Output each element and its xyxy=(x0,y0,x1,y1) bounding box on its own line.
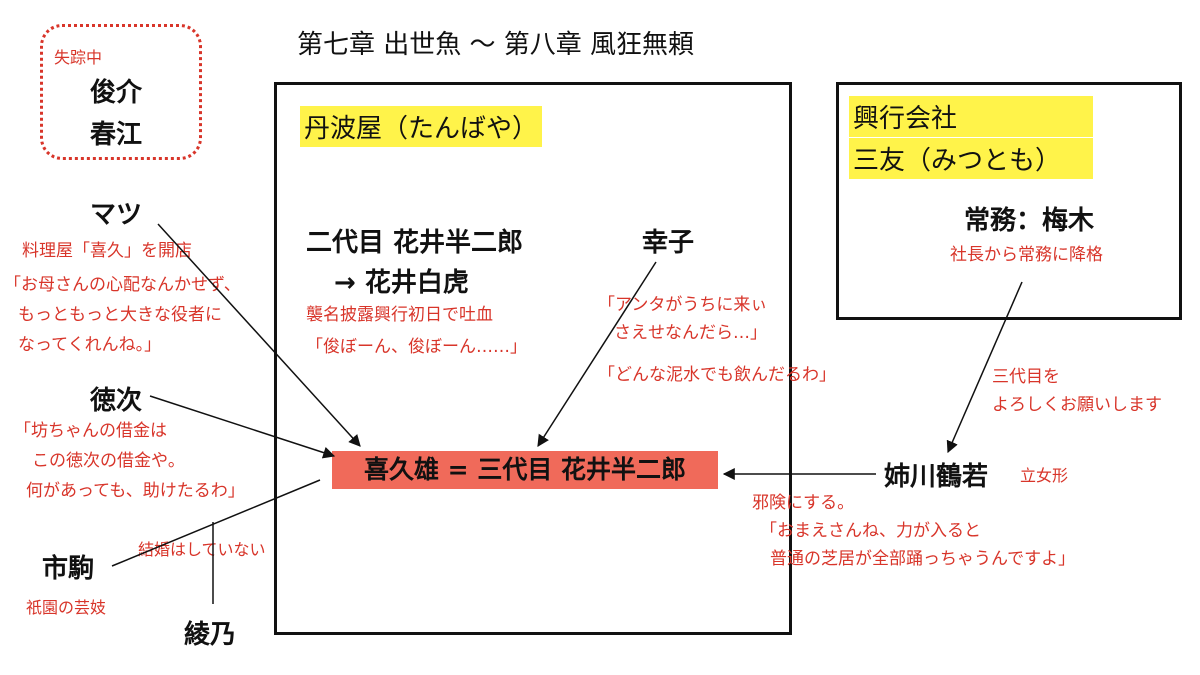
tanbaya-label: 丹波屋（たんばや） xyxy=(300,106,543,147)
matsu-note: 料理屋「喜久」を開店 xyxy=(22,241,192,261)
sachiko-quote-3: 「どんな泥水でも飲んだるわ」 xyxy=(598,365,836,385)
sachiko-name: 幸子 xyxy=(642,228,695,258)
akikawa-quote-1: 「おまえさんね、力が入ると xyxy=(760,521,981,541)
missing-group-box xyxy=(40,24,202,160)
matsu-quote-1: 「お母さんの心配なんかせず、 xyxy=(4,275,241,295)
ichikoma-note: 祇園の芸妓 xyxy=(26,598,107,617)
mitomo-label-line2: 三友（みつとも） xyxy=(849,138,1093,179)
tokuji-quote-2: この徳次の借金や。 xyxy=(32,451,185,471)
missing-name-shunsuke: 俊介 xyxy=(90,78,143,108)
umeki-request-1: 三代目を xyxy=(992,367,1060,387)
matsu-quote-3: なってくれんね。」 xyxy=(18,335,162,355)
matsu-name: マツ xyxy=(90,200,143,230)
arrow-tokuji-to-kikuo xyxy=(149,395,336,459)
umeki-name: 常務：梅木 xyxy=(964,206,1095,236)
ichikoma-name: 市駒 xyxy=(42,554,95,584)
mitomo-box xyxy=(836,82,1182,320)
arrow-umeki-to-akikawa xyxy=(946,281,1023,454)
sachiko-quote-1: 「アンタがうちに来ぃ xyxy=(598,295,768,315)
page-title: 第七章 出世魚 〜 第八章 風狂無頼 xyxy=(297,30,695,60)
akikawa-role: 立女形 xyxy=(1020,466,1069,485)
mitomo-label-line1: 興行会社 xyxy=(849,96,1093,137)
ayano-name: 綾乃 xyxy=(184,620,237,650)
umeki-note: 社長から常務に降格 xyxy=(950,245,1103,265)
hanjiro-quote: 「俊ぼーん、俊ぼーん……」 xyxy=(306,337,527,357)
hanjiro-hakuko: → 花井白虎 xyxy=(334,268,469,298)
akikawa-quote-2: 普通の芝居が全部踊っちゃうんですよ」 xyxy=(770,549,1076,569)
sachiko-quote-2: さえせなんだら…」 xyxy=(614,323,767,343)
hanjiro-second: 二代目 花井半二郎 xyxy=(306,228,524,258)
line-kikuo-to-ichikoma xyxy=(111,479,321,567)
arrow-sachiko-to-kikuo xyxy=(537,261,657,448)
matsu-quote-2: もっともっと大きな役者に xyxy=(18,305,222,325)
tanbaya-box xyxy=(274,82,792,635)
missing-name-harue: 春江 xyxy=(90,120,143,150)
akikawa-name: 姉川鶴若 xyxy=(884,462,989,492)
kikuo-node: 喜久雄 = 三代目 花井半二郎 xyxy=(332,451,718,489)
ichikoma-relation: 結婚はしていない xyxy=(138,540,266,559)
hanjiro-note: 襲名披露興行初日で吐血 xyxy=(306,305,493,325)
tokuji-quote-1: 「坊ちゃんの借金は xyxy=(14,421,167,441)
missing-label: 失踪中 xyxy=(54,48,103,67)
arrow-matsu-to-kikuo xyxy=(157,223,361,447)
tokuji-name: 徳次 xyxy=(90,386,143,416)
akikawa-note: 邪険にする。 xyxy=(752,493,855,513)
umeki-request-2: よろしくお願いします xyxy=(992,395,1162,415)
tokuji-quote-3: 何があっても、助けたるわ」 xyxy=(26,481,245,501)
